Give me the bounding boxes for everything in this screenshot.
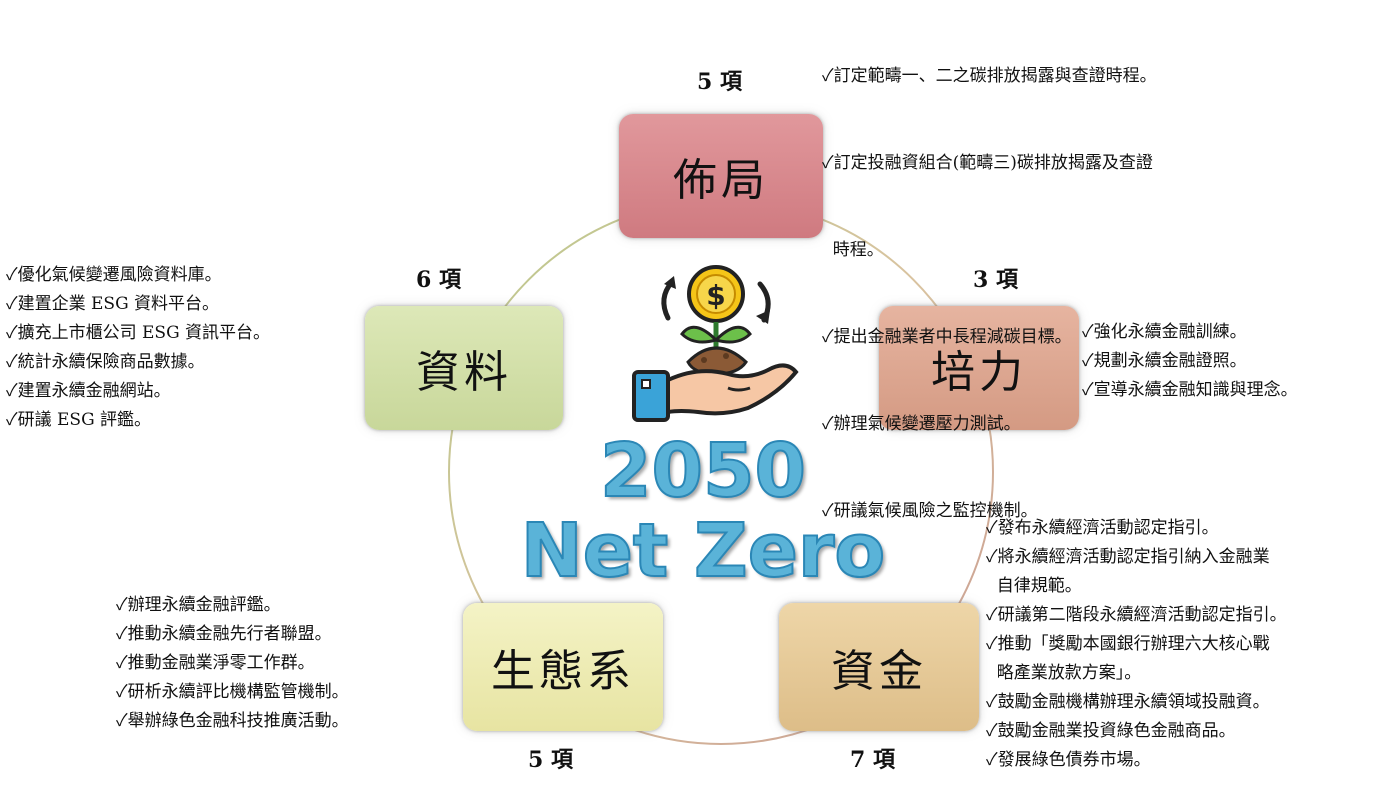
list-item: ✓發布永續經濟活動認定指引。 [986, 518, 1219, 538]
category-label-data: 資料 [416, 347, 512, 398]
category-label-talent: 培力 [931, 347, 1027, 398]
list-item: ✓推動永續金融先行者聯盟。 [116, 624, 332, 644]
list-item: ✓研議 ESG 評鑑。 [6, 410, 152, 430]
category-label-ecosystem: 生態系 [491, 646, 635, 697]
money-plant-hand-icon: $ [632, 265, 799, 422]
list-item: ✓規劃永續金融證照。 [1082, 351, 1247, 371]
list-item: ✓宣導永續金融知識與理念。 [1082, 380, 1298, 400]
category-box-funding: 資金 [779, 603, 979, 731]
list-item: ✓辦理永續金融評鑑。 [116, 595, 281, 615]
list-item: ✓舉辦綠色金融科技推廣活動。 [116, 711, 349, 731]
list-item: ✓鼓勵金融業投資綠色金融商品。 [986, 721, 1236, 741]
list-item: ✓研議第二階段永續經濟活動認定指引。 [986, 605, 1287, 625]
title-net-zero: Net Zero [520, 507, 886, 595]
title-year: 2050 [599, 427, 807, 515]
count-funding: 7 項 [850, 747, 895, 773]
category-box-layout: 佈局 [619, 114, 823, 238]
list-item: ✓鼓勵金融機構辦理永續領域投融資。 [986, 692, 1270, 712]
list-item: ✓提出金融業者中長程減碳目標。 [822, 327, 1072, 347]
category-box-talent: 培力 [879, 306, 1079, 430]
list-item: 時程。 [822, 240, 884, 260]
item-list-ecosystem: ✓辦理永續金融評鑑。 ✓推動永續金融先行者聯盟。 ✓推動金融業淨零工作群。 ✓研… [116, 591, 349, 736]
count-talent: 3 項 [973, 267, 1018, 293]
list-item: 略產業放款方案」。 [986, 663, 1142, 683]
list-item: 自律規範。 [986, 576, 1082, 596]
list-item: ✓將永續經濟活動認定指引納入金融業 [986, 547, 1270, 567]
list-item: ✓優化氣候變遷風險資料庫。 [6, 265, 222, 285]
list-item: ✓建置企業 ESG 資料平台。 [6, 294, 220, 314]
list-item: ✓推動金融業淨零工作群。 [116, 653, 315, 673]
item-list-funding: ✓發布永續經濟活動認定指引。 ✓將永續經濟活動認定指引納入金融業 自律規範。 ✓… [986, 514, 1287, 775]
count-ecosystem: 5 項 [528, 747, 573, 773]
category-box-data: 資料 [365, 306, 563, 430]
list-item: ✓研議氣候風險之監控機制。 [822, 501, 1038, 521]
list-item: ✓建置永續金融網站。 [6, 381, 171, 401]
list-item: ✓訂定範疇一、二之碳排放揭露與查證時程。 [822, 66, 1157, 86]
list-item: ✓擴充上市櫃公司 ESG 資訊平台。 [6, 323, 271, 343]
list-item: ✓發展綠色債券市場。 [986, 750, 1151, 770]
list-item: ✓推動「獎勵本國銀行辦理六大核心戰 [986, 634, 1270, 654]
item-list-layout: ✓訂定範疇一、二之碳排放揭露與查證時程。 ✓訂定投融資組合(範疇三)碳排放揭露及… [822, 4, 1157, 555]
list-item: ✓訂定投融資組合(範疇三)碳排放揭露及查證 [822, 153, 1153, 173]
list-item: ✓強化永續金融訓練。 [1082, 322, 1247, 342]
svg-text:$: $ [706, 279, 725, 312]
category-box-ecosystem: 生態系 [463, 603, 663, 731]
list-item: ✓統計永續保險商品數據。 [6, 352, 205, 372]
category-label-funding: 資金 [831, 646, 927, 697]
item-list-data: ✓優化氣候變遷風險資料庫。 ✓建置企業 ESG 資料平台。 ✓擴充上市櫃公司 E… [6, 261, 270, 435]
item-list-talent: ✓強化永續金融訓練。 ✓規劃永續金融證照。 ✓宣導永續金融知識與理念。 [1082, 318, 1298, 405]
count-data: 6 項 [416, 267, 461, 293]
category-label-layout: 佈局 [673, 155, 769, 206]
list-item: ✓研析永續評比機構監管機制。 [116, 682, 349, 702]
count-layout: 5 項 [697, 69, 742, 95]
list-item: ✓辦理氣候變遷壓力測試。 [822, 414, 1021, 434]
